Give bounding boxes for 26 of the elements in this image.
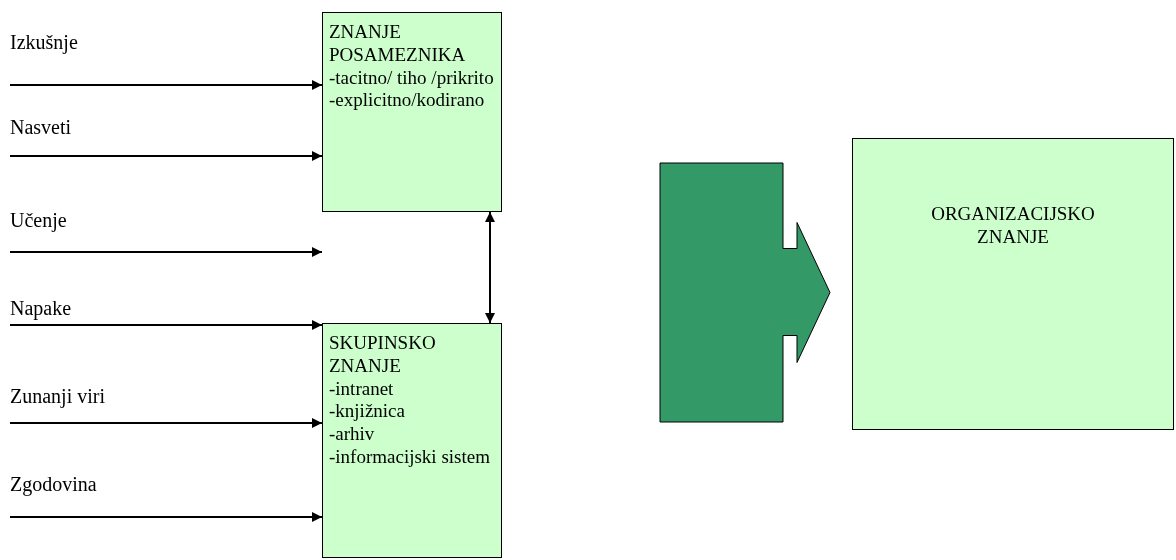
block-arrow [659,162,831,423]
box-heading: SKUPINSKO ZNANJE [329,332,437,378]
box-item: -tacitno/ tiho /prikrito [329,66,495,90]
input-label: Učenje [10,208,67,233]
box-item: -explicitno/kodirano [329,89,486,113]
knowledge-box [322,323,502,558]
arrow [9,512,323,522]
input-label: Nasveti [10,115,72,140]
arrow [9,80,323,90]
input-label: Izkušnje [10,30,78,55]
box-item: -knjižnica [329,400,406,424]
input-label: Napake [10,296,72,321]
box-item: -intranet [329,377,395,401]
input-label: Zgodovina [10,472,97,497]
input-label: Zunanji viri [10,384,105,409]
box-item: -arhiv [329,423,376,446]
double-arrow [485,211,495,324]
knowledge-box [852,138,1174,430]
arrow [9,247,323,257]
box-item: -informacijski sistem [329,446,491,469]
arrow [9,151,323,161]
knowledge-box [322,12,502,212]
box-heading: ZNANJE POSAMEZNIKA [329,21,467,67]
arrow [9,418,323,428]
arrow [9,320,323,330]
box-heading: ORGANIZACIJSKO ZNANJE [930,203,1096,249]
